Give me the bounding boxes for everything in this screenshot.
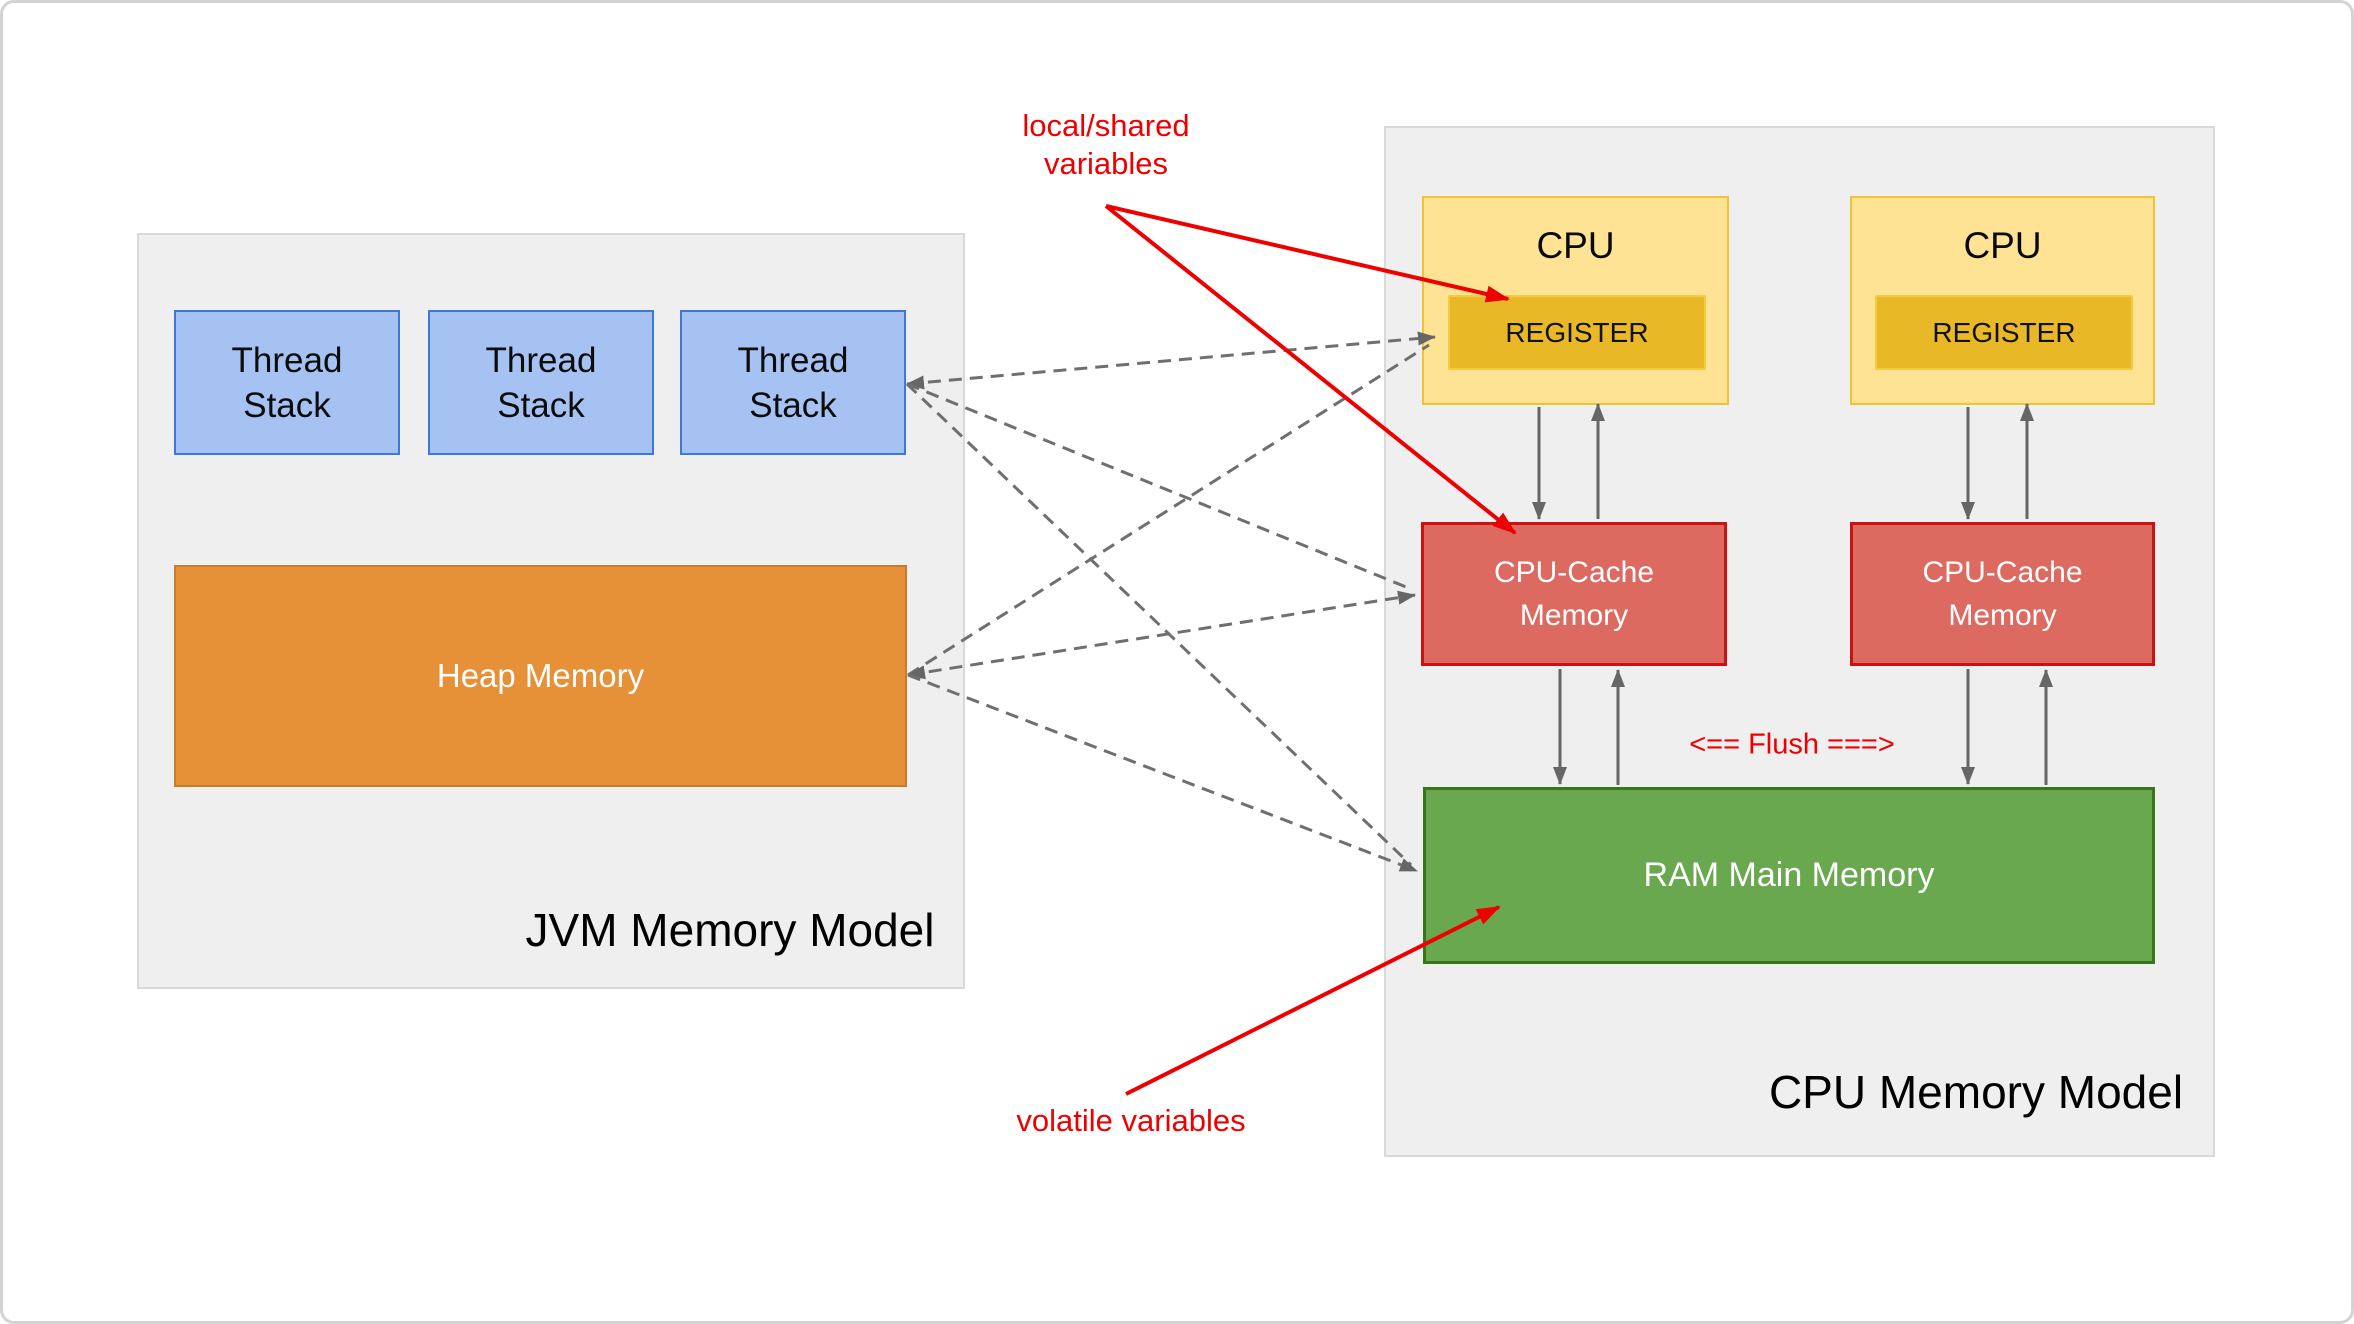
cpu-label: CPU: [1536, 224, 1615, 266]
link-threadstack-cache: [906, 382, 1412, 591]
thread-stack-label: Thread Stack: [485, 340, 597, 425]
cpu-box-2: CPU REGISTER: [1850, 196, 2155, 405]
register-label: REGISTER: [1505, 316, 1649, 348]
heap-memory-box: Heap Memory: [174, 565, 907, 787]
dashed-links-group: [905, 331, 1436, 873]
link-threadstack-ram: [905, 382, 1413, 867]
thread-stack-box-2: Thread Stack: [428, 310, 654, 455]
cpu-label: CPU: [1963, 224, 2042, 266]
register-box-1: REGISTER: [1448, 295, 1706, 370]
jvm-panel-title: JVM Memory Model: [525, 904, 935, 956]
cpu-cache-label: CPU-Cache Memory: [1493, 556, 1655, 632]
link-heap-register: [907, 343, 1430, 677]
ram-main-memory-label: RAM Main Memory: [1643, 856, 1935, 894]
cpu-box-1: CPU REGISTER: [1422, 196, 1729, 405]
thread-stack-label: Thread Stack: [737, 340, 849, 425]
thread-stack-box-3: Thread Stack: [680, 310, 906, 455]
link-heap-cache: [907, 590, 1416, 680]
register-label: REGISTER: [1932, 316, 2076, 348]
thread-stack-box-1: Thread Stack: [174, 310, 400, 455]
register-box-2: REGISTER: [1875, 295, 2133, 370]
cpu-cache-box-1: CPU-Cache Memory: [1421, 522, 1727, 666]
thread-stack-label: Thread Stack: [231, 340, 343, 425]
ram-main-memory-box: RAM Main Memory: [1423, 787, 2155, 964]
volatile-variables-annotation: volatile variables: [1016, 1103, 1246, 1138]
local-shared-variables-annotation: local/shared variables: [1022, 108, 1190, 181]
cpu-panel-title: CPU Memory Model: [1768, 1066, 2184, 1118]
flush-annotation: <== Flush ===>: [1689, 728, 1895, 761]
cpu-cache-box-2: CPU-Cache Memory: [1850, 522, 2155, 666]
link-heap-ram: [907, 673, 1418, 873]
heap-memory-label: Heap Memory: [436, 657, 645, 694]
link-threadstack-register: [906, 331, 1436, 390]
cpu-cache-label: CPU-Cache Memory: [1922, 556, 2083, 632]
